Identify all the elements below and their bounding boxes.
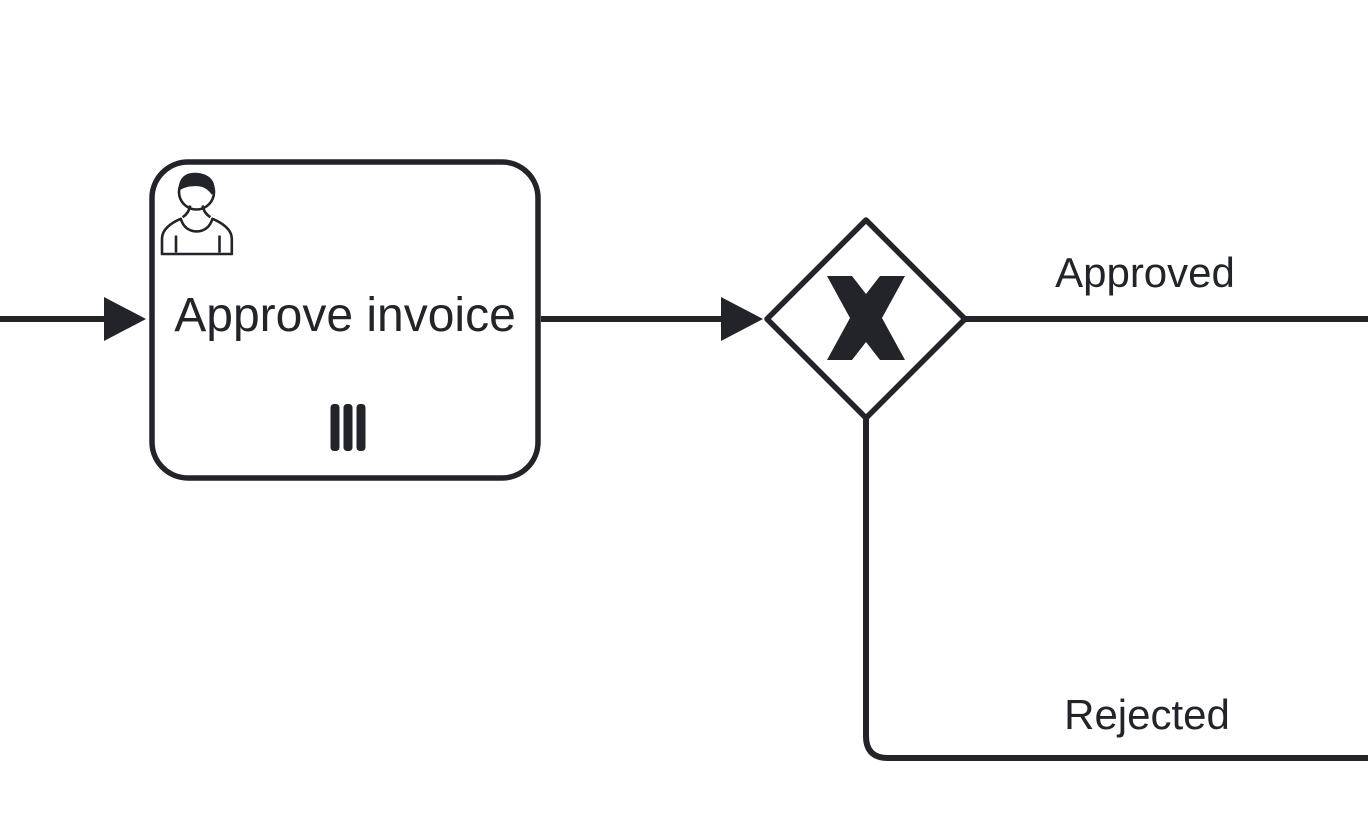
flow-label-approved[interactable]: Approved	[1055, 249, 1235, 296]
task-shape	[149, 159, 541, 481]
user-icon	[160, 172, 234, 256]
sequence-flow-line	[863, 418, 1368, 761]
multi-instance-parallel-marker-icon	[330, 404, 366, 451]
user-task-approve-invoice[interactable]	[149, 159, 541, 481]
exclusive-gateway-x-icon	[827, 276, 905, 360]
sequence-flow-rejected[interactable]	[863, 418, 1368, 761]
arrowhead-icon	[721, 297, 763, 341]
arrowhead-icon	[104, 297, 146, 341]
user-straps	[174, 235, 221, 253]
user-hair	[179, 172, 215, 195]
user-neck	[181, 205, 212, 219]
sequence-flow-incoming[interactable]	[0, 297, 146, 341]
sequence-flow-task-to-gateway[interactable]	[541, 297, 763, 341]
task-label[interactable]: Approve invoice	[174, 289, 516, 342]
flow-label-rejected[interactable]: Rejected	[1064, 691, 1230, 738]
user-torso	[160, 217, 234, 256]
exclusive-gateway[interactable]	[764, 217, 968, 421]
